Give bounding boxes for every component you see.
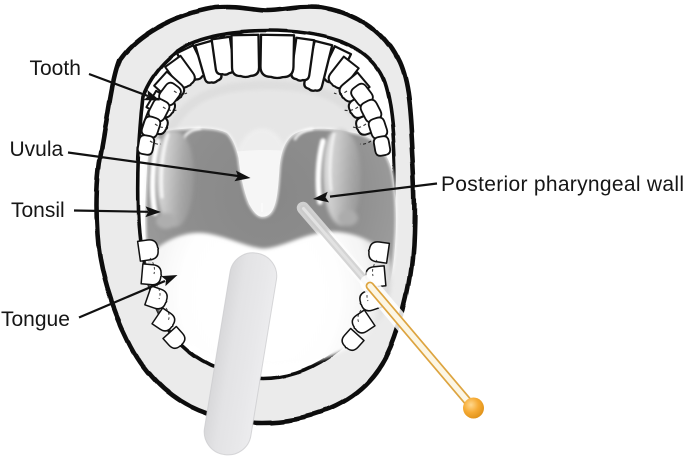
svg-text:Tooth: Tooth [30,57,81,80]
svg-text:Uvula: Uvula [10,138,64,161]
svg-text:Tongue: Tongue [1,308,70,331]
svg-text:Tonsil: Tonsil [11,199,65,222]
svg-text:Posterior pharyngeal wall: Posterior pharyngeal wall [441,173,684,196]
